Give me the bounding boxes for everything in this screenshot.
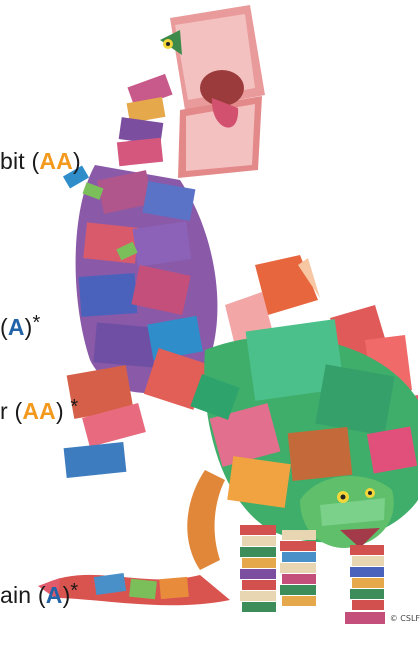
- label-4: ain (A)*: [0, 580, 79, 608]
- book-trex: [38, 5, 265, 606]
- image-credit: © CSLF: [389, 614, 420, 623]
- label-2: (A)*: [0, 312, 41, 340]
- label-1: bit (AA): [0, 148, 81, 174]
- label-3: r (AA) *: [0, 396, 79, 424]
- book-stegosaurus: [187, 255, 418, 624]
